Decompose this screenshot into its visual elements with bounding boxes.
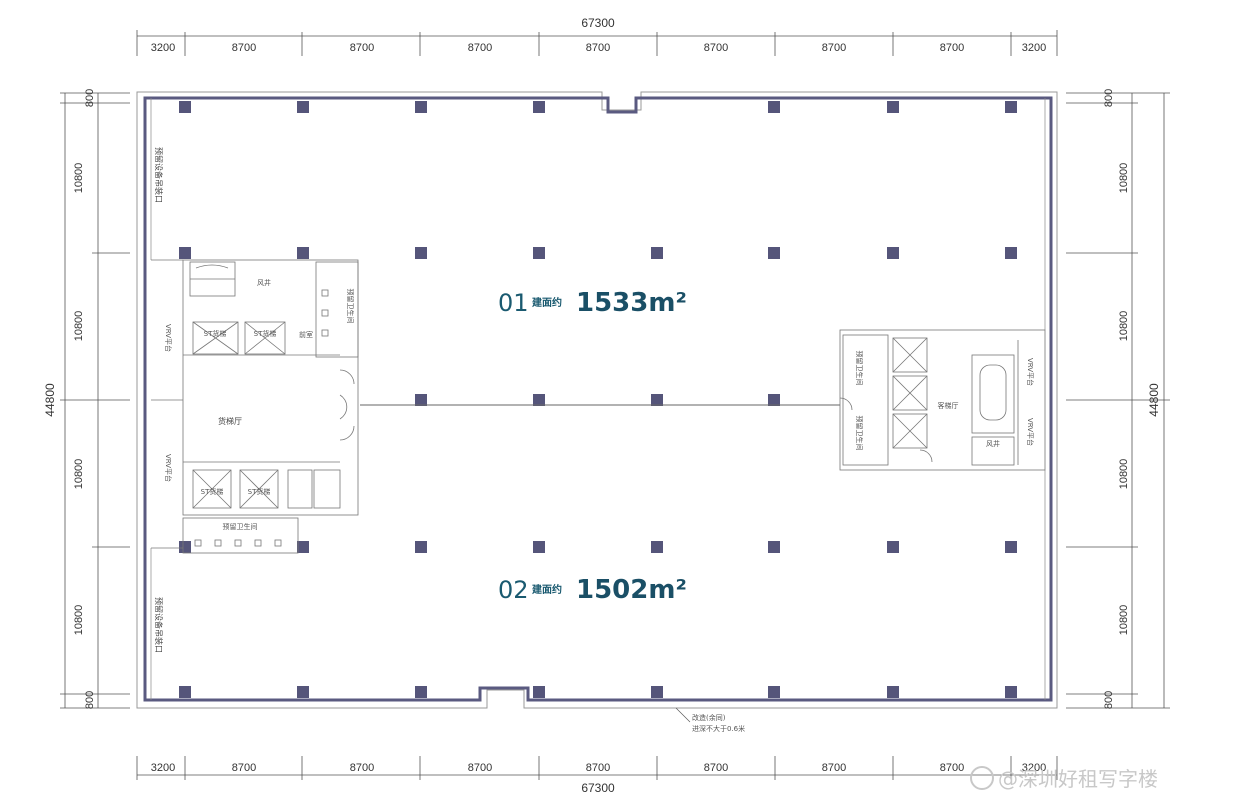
vrv-label: VRV平台 [164, 324, 173, 352]
top-bay-dim: 8700 [232, 42, 256, 54]
top-bay-dim: 8700 [468, 42, 492, 54]
bottom-bay-dim: 8700 [704, 762, 728, 774]
right-row-dim: 10800 [1118, 459, 1130, 490]
bottom-bay-dim: 8700 [822, 762, 846, 774]
fire-lift-label: ST货梯 [248, 487, 271, 496]
left-row-dim: 10800 [73, 311, 85, 342]
building-outline [136, 91, 1058, 709]
right-row-dims: 800 10800 10800 10800 10800 800 [1103, 89, 1130, 709]
left-row-dim: 10800 [73, 605, 85, 636]
bottom-dimension-chain [136, 756, 1058, 780]
bottom-total-dim: 67300 [581, 781, 615, 795]
bottom-bay-dim: 8700 [586, 762, 610, 774]
left-row-dim: 10800 [73, 459, 85, 490]
unit-number: 02 [498, 576, 529, 604]
annotation-line-2: 进深不大于0.6米 [692, 724, 745, 733]
bottom-bay-dim: 3200 [1022, 762, 1046, 774]
unit-02-label: 02 建面约 1502m² [498, 575, 687, 605]
bottom-bay-dim: 8700 [940, 762, 964, 774]
reserved-toilet-label: 预留卫生间 [855, 416, 864, 451]
annotation-leader [675, 707, 691, 723]
unit-area-prefix: 建面约 [531, 296, 562, 309]
top-bay-dim: 8700 [704, 42, 728, 54]
right-row-dim: 10800 [1118, 163, 1130, 194]
top-bay-dim: 8700 [822, 42, 846, 54]
reserved-toilet-label: 预留卫生间 [855, 351, 864, 386]
left-row-dims: 800 10800 10800 10800 10800 800 [73, 89, 96, 709]
passenger-hall-label: 客梯厅 [938, 401, 959, 410]
left-dimension-chain [60, 92, 130, 709]
top-bay-dim: 8700 [350, 42, 374, 54]
reserved-hoist-label: 预留设备吊装口 [154, 597, 164, 653]
left-total-dim: 44800 [43, 383, 57, 417]
right-dimension-chain [1066, 92, 1170, 709]
bottom-bay-dim: 3200 [151, 762, 175, 774]
top-total-dim: 67300 [581, 16, 615, 30]
unit-area: 1533m² [576, 288, 687, 318]
top-bay-dim: 3200 [151, 42, 175, 54]
watermark: @深圳好租写字楼 [998, 767, 1158, 791]
right-row-dim: 10800 [1118, 605, 1130, 636]
bottom-bay-dims: 3200 8700 8700 8700 8700 8700 8700 8700 … [151, 762, 1046, 774]
freight-hall-label: 货梯厅 [218, 416, 242, 426]
shaft-label: 风井 [986, 439, 1000, 448]
vrv-label: VRV平台 [1026, 358, 1035, 386]
curtain-wall-lines [150, 98, 1046, 700]
annotation-line-1: 改造(余同) [692, 713, 726, 722]
reserved-hoist-label: 预留设备吊装口 [154, 147, 164, 203]
unit-number: 01 [498, 289, 529, 317]
structural-columns [179, 101, 1017, 698]
reserved-toilet-label: 预留卫生间 [346, 289, 355, 324]
left-row-dim: 800 [84, 691, 96, 709]
fire-lift-label: ST货梯 [254, 329, 277, 338]
top-dimension-chain [136, 30, 1058, 56]
vrv-label: VRV平台 [164, 454, 173, 482]
left-row-dim: 10800 [73, 163, 85, 194]
shaft-label: 风井 [257, 278, 271, 287]
bottom-bay-dim: 8700 [468, 762, 492, 774]
top-bay-dim: 8700 [586, 42, 610, 54]
unit-area: 1502m² [576, 575, 687, 605]
front-room-label: 前室 [299, 330, 313, 339]
weibo-logo-icon [970, 766, 994, 790]
right-row-dim: 800 [1103, 691, 1115, 709]
left-core [151, 259, 359, 554]
right-total-dim: 44800 [1147, 383, 1161, 417]
unit-01-label: 01 建面约 1533m² [498, 288, 687, 318]
fire-lift-label: ST货梯 [204, 329, 227, 338]
right-row-dim: 10800 [1118, 311, 1130, 342]
right-row-dim: 800 [1103, 89, 1115, 107]
vrv-label: VRV平台 [1026, 418, 1035, 446]
right-core [839, 329, 1046, 471]
top-bay-dim: 8700 [940, 42, 964, 54]
bottom-bay-dim: 8700 [350, 762, 374, 774]
top-bay-dims: 3200 8700 8700 8700 8700 8700 8700 8700 … [151, 42, 1046, 54]
reserved-toilet-label: 预留卫生间 [223, 522, 258, 531]
bottom-bay-dim: 8700 [232, 762, 256, 774]
left-row-dim: 800 [84, 89, 96, 107]
top-bay-dim: 3200 [1022, 42, 1046, 54]
unit-area-prefix: 建面约 [531, 583, 562, 596]
fire-lift-label: ST货梯 [201, 487, 224, 496]
